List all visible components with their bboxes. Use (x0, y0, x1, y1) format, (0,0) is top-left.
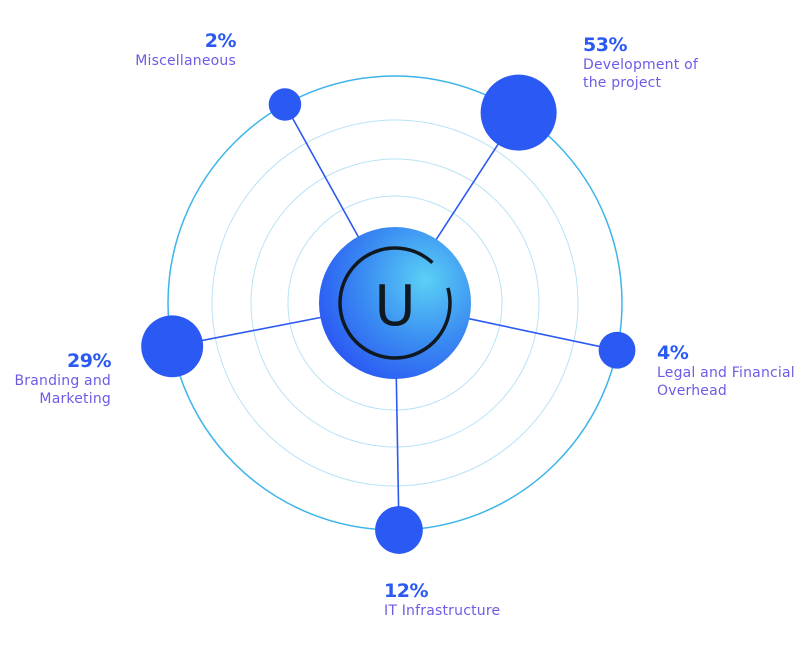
inner-ring (250, 158, 540, 448)
development-percent: 53% (583, 34, 627, 56)
slice-node-miscellaneous (268, 88, 302, 121)
connector-miscellaneous (284, 104, 361, 241)
inner-ring (287, 195, 503, 411)
slice-node-branding-and-marketing (141, 315, 204, 378)
hub-logo-ring (338, 246, 452, 360)
slice-node-development-of-the-project (480, 74, 557, 151)
label-misc: 2% Miscellaneous (100, 30, 236, 70)
slice-nodes (141, 74, 636, 554)
hub-logo-letter: U (375, 274, 416, 339)
label-branding: 29% Branding and Marketing (0, 350, 111, 408)
development-name: Development of the project (583, 57, 698, 91)
label-legal: 4% Legal and Financial Overhead (657, 342, 807, 400)
slice-node-legal-and-financial-overhead (598, 331, 636, 369)
inner-ring (211, 119, 579, 487)
connector-it-infrastructure (395, 374, 400, 530)
it-name: IT Infrastructure (384, 603, 501, 619)
legal-name: Legal and Financial Overhead (657, 365, 795, 399)
branding-percent: 29% (67, 350, 111, 372)
misc-name: Miscellaneous (135, 53, 236, 69)
slice-node-it-infrastructure (375, 506, 423, 554)
label-it: 12% IT Infrastructure (384, 580, 544, 620)
branding-name: Branding and Marketing (14, 373, 111, 407)
label-development: 53% Development of the project (583, 34, 783, 92)
connector-legal-and-financial-overhead (465, 317, 618, 351)
it-percent: 12% (384, 580, 428, 602)
misc-percent: 2% (204, 30, 237, 52)
legal-percent: 4% (657, 342, 689, 364)
